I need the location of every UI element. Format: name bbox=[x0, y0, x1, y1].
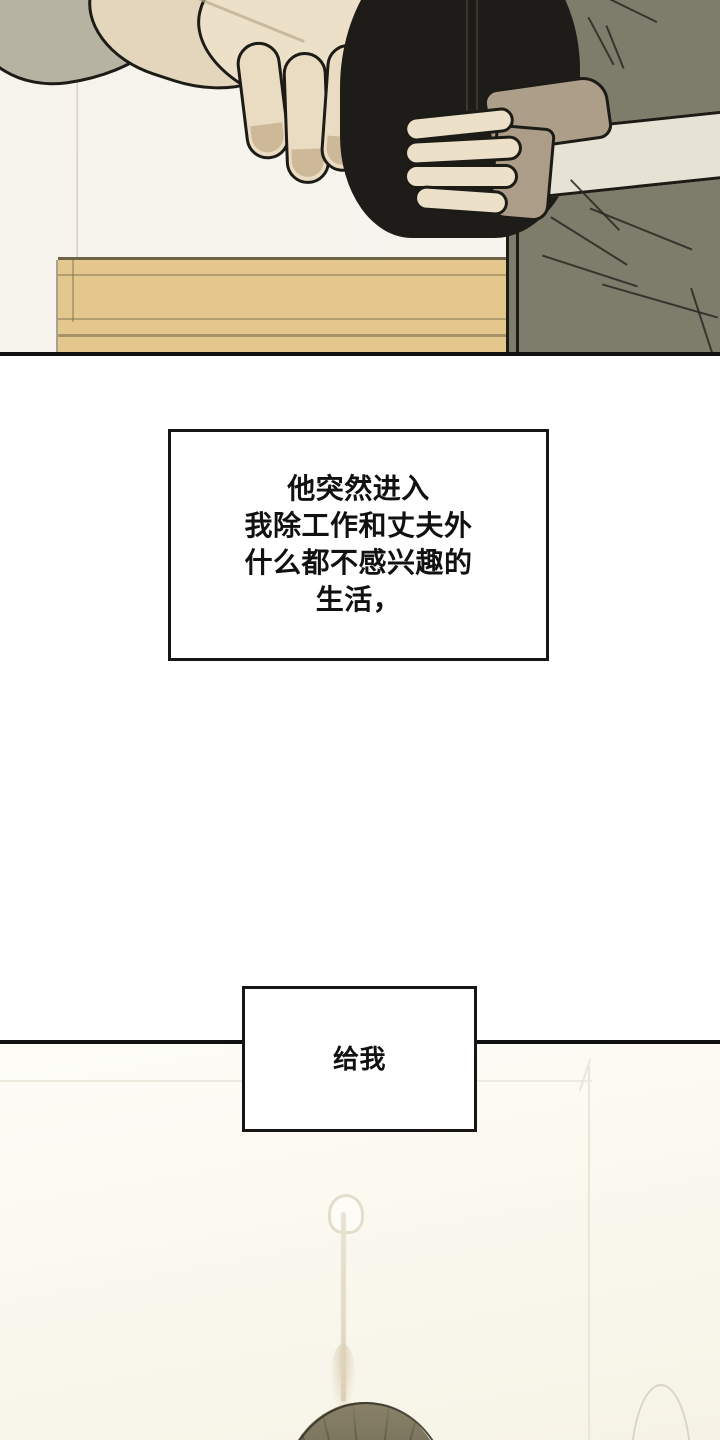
dialog-text: 给我 bbox=[333, 1042, 386, 1076]
narration-text: 他突然进入 我除工作和丈夫外 什么都不感兴趣的 生活， bbox=[244, 471, 472, 619]
pendant-light-cord bbox=[341, 1212, 346, 1402]
wood-grain-line bbox=[58, 334, 720, 337]
fingertip bbox=[291, 148, 325, 178]
garment-seam bbox=[476, 0, 478, 120]
wood-grain-line bbox=[58, 274, 720, 276]
wood-seam bbox=[72, 260, 74, 322]
wall-corner-line bbox=[588, 1066, 590, 1440]
wall-corner-shadow bbox=[77, 40, 78, 290]
fingertip bbox=[250, 122, 286, 155]
narration-line: 生活， bbox=[315, 583, 402, 615]
dialog-line: 给我 bbox=[332, 1043, 386, 1074]
narration-text-box: 他突然进入 我除工作和丈夫外 什么都不感兴趣的 生活， bbox=[168, 429, 549, 661]
pendant-light-bulb bbox=[328, 1194, 364, 1234]
narration-line: 他突然进入 bbox=[287, 473, 430, 505]
wood-grain-line bbox=[58, 318, 720, 320]
narration-line: 我除工作和丈夫外 bbox=[244, 510, 473, 542]
narration-line: 什么都不感兴趣的 bbox=[244, 547, 473, 578]
comic-panel-top bbox=[0, 0, 720, 356]
garment-seam bbox=[466, 0, 468, 130]
finger bbox=[413, 184, 509, 217]
finger bbox=[403, 134, 523, 167]
finger bbox=[404, 164, 518, 189]
dialog-text-box: 给我 bbox=[242, 986, 477, 1132]
gripping-hand bbox=[402, 106, 524, 220]
